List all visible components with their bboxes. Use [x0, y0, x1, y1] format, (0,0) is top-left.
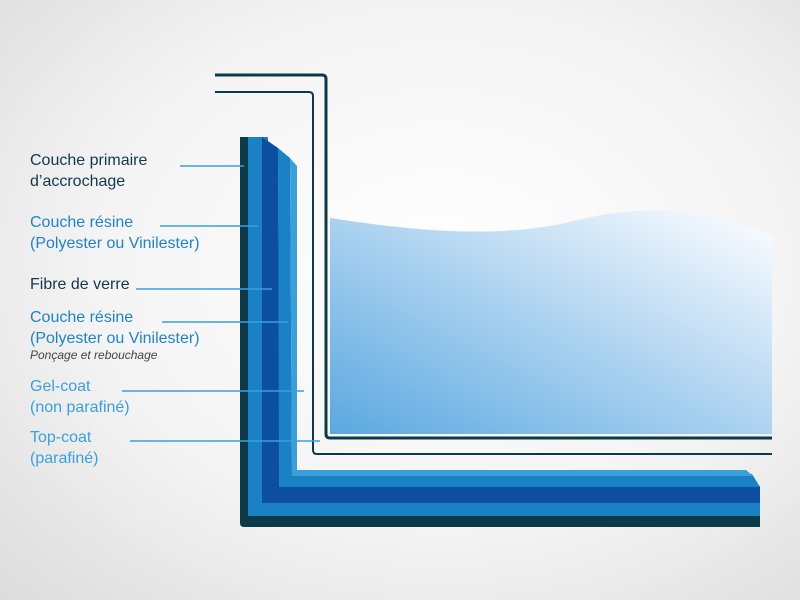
- coping-outer-line: [215, 73, 772, 440]
- label-topcoat-line-1: Top-coat: [30, 429, 92, 446]
- label-gelcoat-line-2: (non parafiné): [30, 399, 130, 416]
- label-topcoat: Top-coat (parafiné): [30, 427, 98, 469]
- label-primer-line-2: d’accrochage: [30, 173, 126, 190]
- label-topcoat-line-2: (parafiné): [30, 450, 99, 467]
- label-resin-2-line-1: Couche résine: [30, 309, 134, 326]
- label-resin-2: Couche résine (Polyester ou Vinilester): [30, 307, 200, 349]
- label-primer-line-1: Couche primaire: [30, 152, 148, 169]
- label-fiberglass: Fibre de verre: [30, 274, 130, 295]
- water-area: [330, 210, 772, 434]
- label-resin-2-line-2: (Polyester ou Vinilester): [30, 330, 200, 347]
- label-resin-1: Couche résine (Polyester ou Vinilester): [30, 212, 200, 254]
- note-sanding: Ponçage et rebouchage: [30, 348, 158, 362]
- label-primer: Couche primaire d’accrochage: [30, 150, 147, 192]
- label-fiberglass-line-1: Fibre de verre: [30, 276, 130, 293]
- label-resin-1-line-2: (Polyester ou Vinilester): [30, 235, 200, 252]
- label-gelcoat: Gel-coat (non parafiné): [30, 376, 130, 418]
- label-resin-1-line-1: Couche résine: [30, 214, 134, 231]
- coping-inner-line: [215, 91, 772, 455]
- label-gelcoat-line-1: Gel-coat: [30, 378, 91, 395]
